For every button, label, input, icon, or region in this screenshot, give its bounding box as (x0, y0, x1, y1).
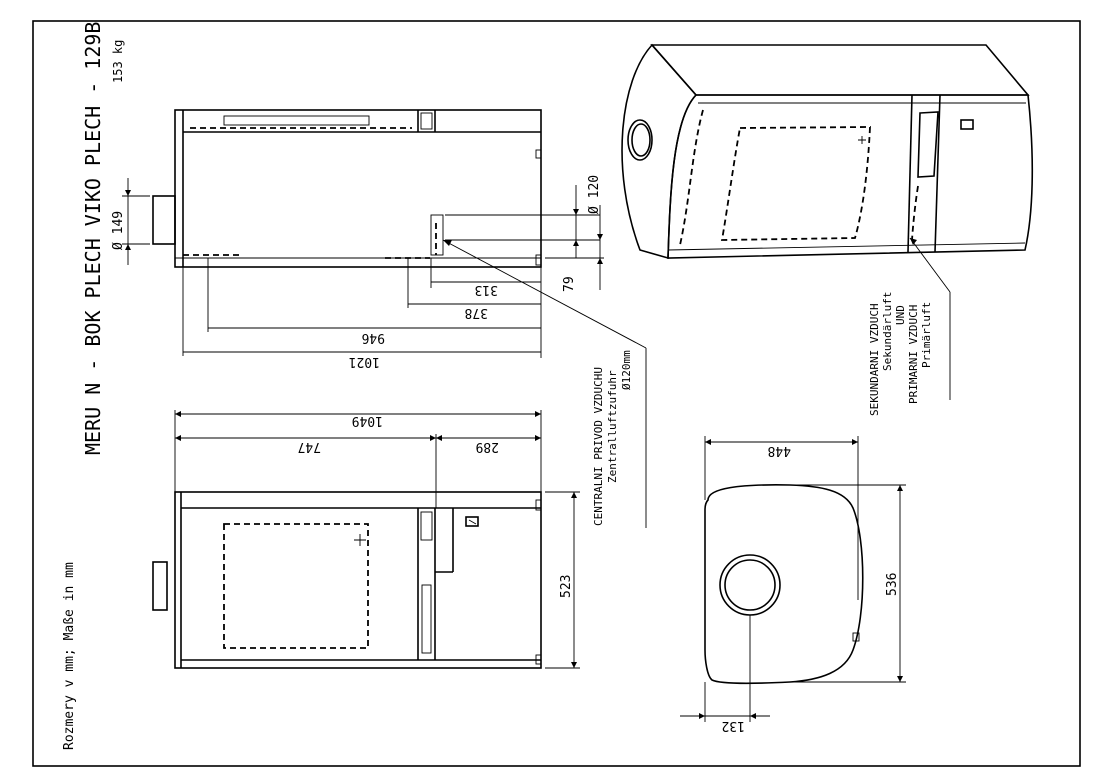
dim-313: 313 (475, 282, 498, 297)
air-note-1: SEKUNDARNI VZDUCH (868, 303, 881, 416)
dim-289: 289 (476, 439, 499, 454)
air-supply-leader (909, 237, 951, 400)
air-note-5: Primärluft (920, 302, 933, 368)
top-view (704, 484, 864, 685)
front-view (152, 491, 542, 669)
side-view (152, 109, 542, 268)
dim-79: 79 (562, 276, 577, 292)
air-note-3: UND (894, 305, 907, 325)
dim-448: 448 (768, 443, 791, 458)
drawing-frame (32, 20, 1081, 767)
dim-378: 378 (465, 305, 488, 320)
side-view-dimensions: Ø 149 Ø 120 79 313 378 946 1021 (111, 175, 604, 369)
dim-946: 946 (362, 330, 385, 345)
dim-1049: 1049 (352, 413, 383, 428)
top-view-dimensions: 448 536 132 (680, 436, 906, 733)
central-air-note-1: CENTRALNI PRIVOD VZDUCHU (592, 367, 605, 526)
central-air-note-2: Zentralluftzufuhr (606, 370, 619, 483)
units-note: Rozmery v mm; Maße in mm (62, 562, 77, 750)
dim-132: 132 (722, 718, 745, 733)
front-view-dimensions: 1049 747 289 523 (174, 410, 580, 669)
drawing-weight: 153 kg (111, 40, 125, 83)
dim-536: 536 (885, 573, 900, 596)
dim-120: Ø 120 (587, 175, 602, 214)
central-air-leader (442, 239, 647, 528)
central-air-note-3: Ø120mm (620, 350, 633, 390)
perspective-view (621, 43, 1034, 260)
air-note-2: Sekundärluft (881, 292, 894, 371)
air-note-4: PRIMARNI VZDUCH (907, 305, 920, 404)
dim-1021: 1021 (349, 354, 380, 369)
drawing-title: MERU N - BOK PLECH VIKO PLECH - 129B (81, 22, 105, 455)
dim-523: 523 (559, 575, 574, 598)
dim-149: Ø 149 (111, 211, 126, 250)
dim-747: 747 (298, 439, 321, 454)
